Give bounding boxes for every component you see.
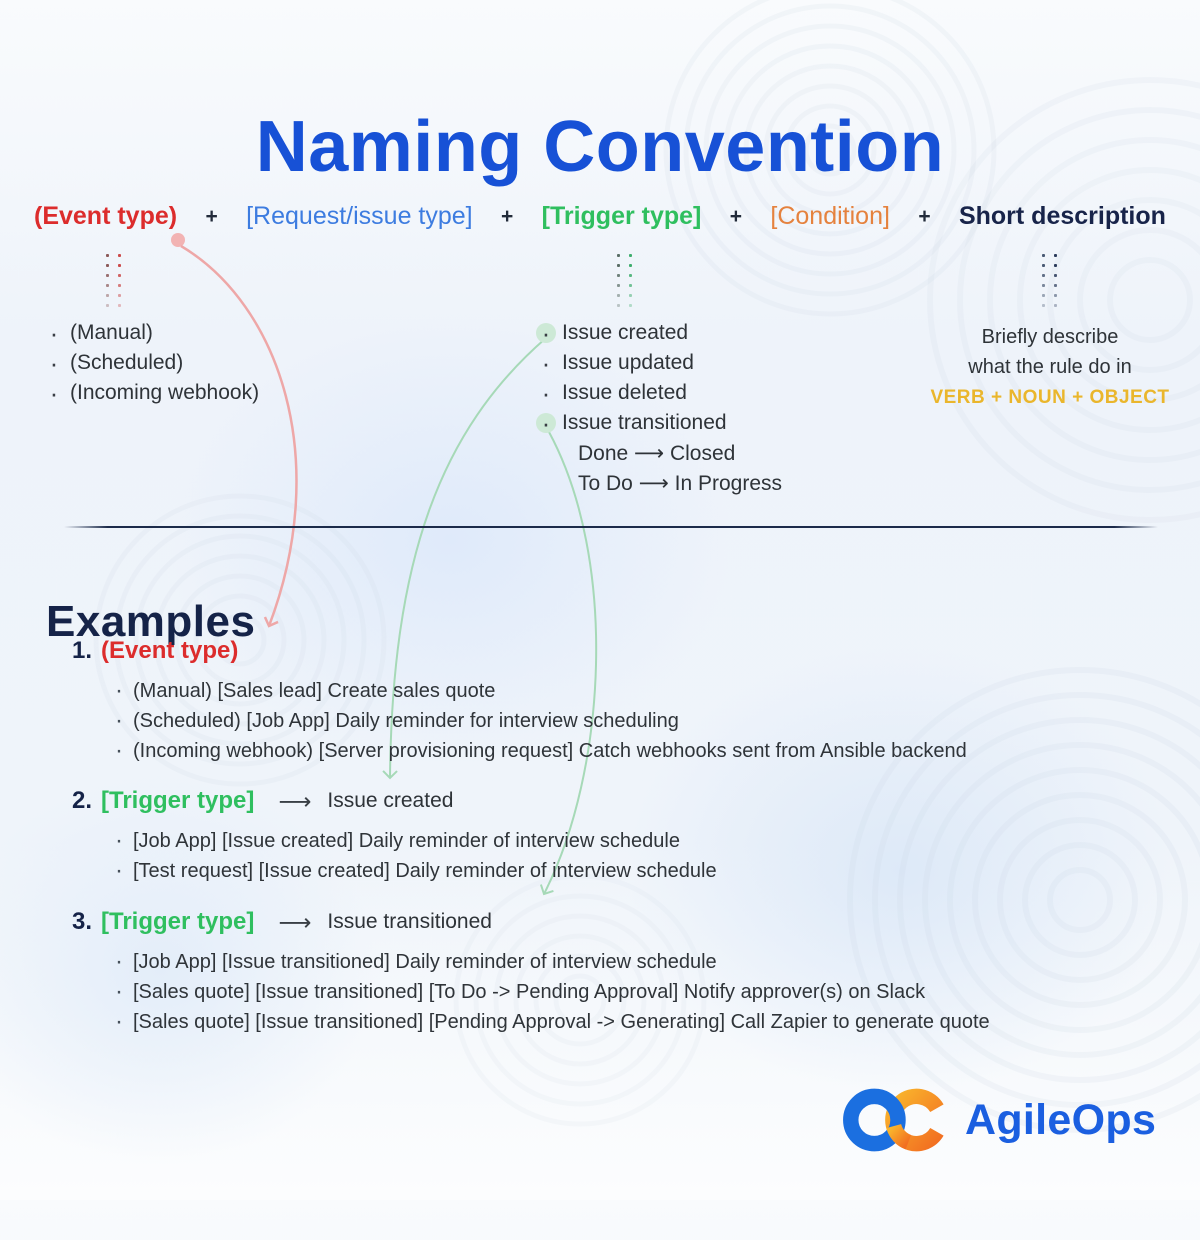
- bullet-item: [Job App] [Issue transitioned] Daily rem…: [115, 947, 990, 977]
- bullet-dot: [536, 383, 556, 403]
- example-3: 3. [Trigger type] ⟶ Issue transitioned […: [72, 907, 990, 1037]
- example-2: 2. [Trigger type] ⟶ Issue created [Job A…: [72, 786, 717, 886]
- short-description-note: Briefly describe what the rule do in VER…: [912, 322, 1188, 409]
- bullet-dot: [536, 353, 556, 373]
- example-target: Issue created: [327, 789, 454, 812]
- agileops-logo-text: AgileOps: [965, 1095, 1157, 1144]
- formula-request-type: [Request/issue type]: [246, 202, 473, 230]
- example-heading: 2. [Trigger type] ⟶ Issue created: [72, 786, 717, 816]
- list-item: (Manual): [44, 318, 259, 348]
- list-item: Issue created: [536, 318, 782, 348]
- description-note-line: Briefly describe: [981, 326, 1119, 348]
- description-note-line: what the rule do in: [968, 356, 1132, 378]
- bullet-dot: [44, 323, 64, 343]
- formula-trigger-type: [Trigger type]: [541, 202, 702, 230]
- bullet-dot: [115, 679, 123, 704]
- page-title: Naming Convention: [255, 107, 945, 188]
- bullet-item: [Sales quote] [Issue transitioned] [To D…: [115, 977, 990, 1007]
- examples-heading: Examples: [46, 596, 256, 646]
- formula-plus: +: [501, 204, 514, 228]
- bullet-dot: [115, 859, 123, 884]
- example-bullets: [Job App] [Issue created] Daily reminder…: [72, 826, 717, 886]
- verb-noun-object: VERB + NOUN + OBJECT: [930, 387, 1170, 408]
- bullet-dot: [44, 353, 64, 373]
- bullet-dot: [115, 1010, 123, 1035]
- example-target: Issue transitioned: [327, 910, 492, 933]
- bullet-dot: [536, 413, 556, 433]
- agileops-infinity-icon: [843, 1088, 944, 1152]
- long-arrow-icon: ⟶: [278, 908, 312, 935]
- trigger-type-options: Issue created Issue updated Issue delete…: [536, 318, 782, 498]
- bullet-item: (Manual) [Sales lead] Create sales quote: [115, 676, 967, 706]
- example-heading: 3. [Trigger type] ⟶ Issue transitioned: [72, 907, 990, 937]
- bullet-item: [Job App] [Issue created] Daily reminder…: [115, 826, 717, 856]
- bullet-dot: [115, 829, 123, 854]
- bullet-dot: [115, 739, 123, 764]
- example-bullets: [Job App] [Issue transitioned] Daily rem…: [72, 947, 990, 1037]
- example-1: 1. (Event type) (Manual) [Sales lead] Cr…: [72, 636, 967, 766]
- formula-event-type: (Event type): [34, 202, 178, 230]
- naming-formula: (Event type) + [Request/issue type] + [T…: [34, 202, 1166, 231]
- section-divider: [64, 526, 1158, 528]
- long-arrow-icon: ⟶: [278, 787, 312, 814]
- bullet-dot: [115, 709, 123, 734]
- bullet-item: (Incoming webhook) [Server provisioning …: [115, 736, 967, 766]
- example-heading: 1. (Event type): [72, 636, 967, 666]
- dotted-leader-trigger: [617, 254, 632, 307]
- formula-plus: +: [205, 204, 218, 228]
- bullet-dot: [115, 980, 123, 1005]
- formula-plus: +: [918, 204, 931, 228]
- example-number: 2.: [72, 787, 93, 814]
- dotted-leader-description: [1042, 254, 1057, 307]
- list-item: Issue transitioned: [536, 408, 782, 438]
- bullet-item: [Sales quote] [Issue transitioned] [Pend…: [115, 1007, 990, 1037]
- example-label: [Trigger type]: [101, 908, 255, 935]
- bullet-dot: [115, 950, 123, 975]
- example-label: [Trigger type]: [101, 787, 255, 814]
- bullet-dot: [44, 383, 64, 403]
- transition-example: Done ⟶ Closed: [578, 441, 736, 465]
- example-number: 3.: [72, 908, 93, 935]
- agileops-logo: AgileOps: [843, 1082, 1156, 1158]
- transition-example: To Do ⟶ In Progress: [578, 471, 783, 495]
- bullet-item: (Scheduled) [Job App] Daily reminder for…: [115, 706, 967, 736]
- example-label: (Event type): [101, 637, 239, 664]
- dotted-leader-event: [106, 254, 121, 307]
- bullet-dot: [536, 323, 556, 343]
- event-type-options: (Manual) (Scheduled) (Incoming webhook): [44, 318, 259, 408]
- list-item: Issue deleted: [536, 378, 782, 408]
- formula-condition: [Condition]: [770, 202, 890, 230]
- formula-plus: +: [729, 204, 743, 228]
- list-item: (Scheduled): [44, 348, 259, 378]
- list-item: Issue updated: [536, 348, 782, 378]
- bullet-item: [Test request] [Issue created] Daily rem…: [115, 856, 717, 886]
- formula-short-description: Short description: [958, 202, 1166, 230]
- example-number: 1.: [72, 637, 93, 664]
- list-item: (Incoming webhook): [44, 378, 259, 408]
- example-bullets: (Manual) [Sales lead] Create sales quote…: [72, 676, 967, 766]
